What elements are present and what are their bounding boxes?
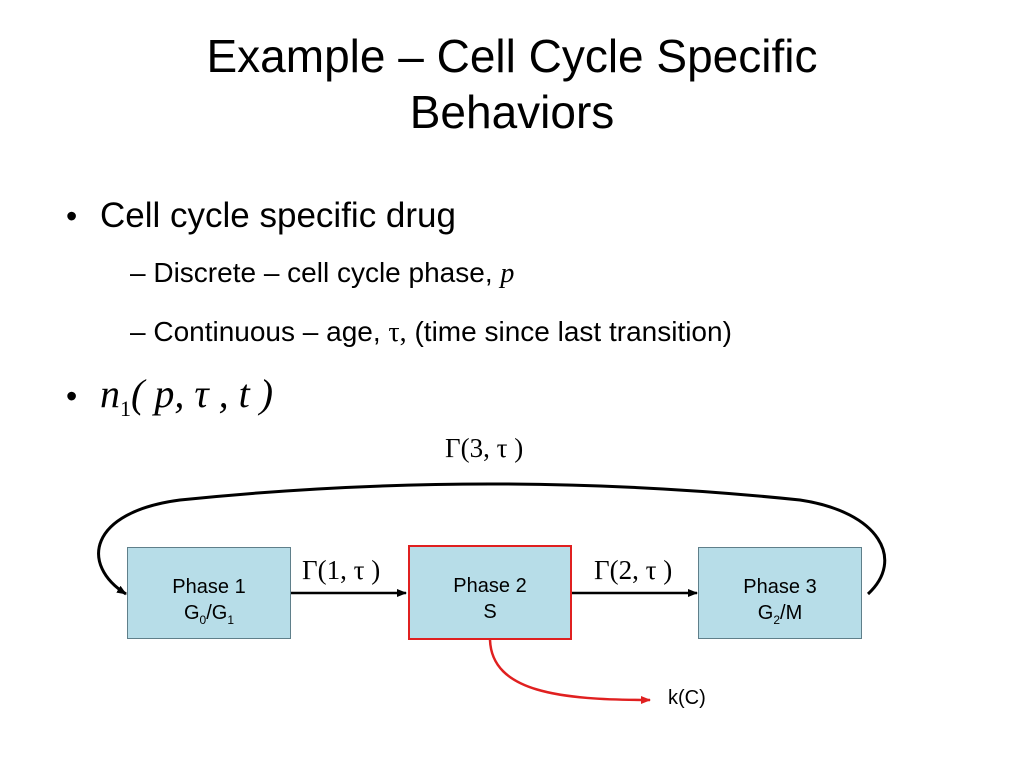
phase-3-label: G2/M	[757, 602, 803, 627]
phase-1-name: Phase 1	[172, 576, 246, 598]
phase-2-name: Phase 2	[453, 575, 527, 597]
kill-arrow	[488, 639, 651, 704]
phase-1-box: Phase 1 G0/G1	[127, 547, 291, 639]
density-args: ( p, τ , t )	[131, 371, 274, 416]
discrete-text: – Discrete – cell cycle phase,	[130, 257, 501, 288]
title-line-1: Example – Cell Cycle Specific	[206, 30, 818, 82]
sub-bullet-discrete: – Discrete – cell cycle phase, p	[130, 257, 514, 290]
phase-3-box: Phase 3 G2/M	[698, 547, 862, 639]
bullet-drug: Cell cycle specific drug	[100, 196, 456, 235]
density-n: n	[100, 371, 120, 416]
slide-title: Example – Cell Cycle Specific Behaviors	[0, 28, 1024, 140]
continuous-text: – Continuous – age,	[130, 316, 389, 347]
phase-1-label: G0/G1	[183, 602, 235, 627]
gamma-1-label: Γ(1, τ )	[302, 555, 381, 585]
density-subscript: 1	[120, 396, 131, 421]
bullet-marker: •	[66, 198, 78, 234]
feedback-arrow	[97, 482, 887, 596]
tau-symbol: τ,	[388, 317, 407, 348]
density-function: n1( p, τ , t )	[100, 370, 273, 422]
phase-3-name: Phase 3	[743, 576, 817, 598]
sub-bullet-continuous: – Continuous – age, τ, (time since last …	[130, 316, 732, 349]
gamma-2-label: Γ(2, τ )	[594, 555, 673, 585]
bullet-marker-2: •	[66, 378, 78, 414]
phase-variable: p	[500, 258, 515, 289]
title-line-2: Behaviors	[409, 86, 615, 138]
phase-2-label: S	[483, 601, 497, 623]
phase-2-box: Phase 2 S	[408, 545, 572, 640]
continuous-note: (time since last transition)	[406, 316, 732, 347]
kill-rate-label: k(C)	[668, 687, 706, 709]
gamma-3-label: Γ(3, τ )	[445, 433, 524, 463]
